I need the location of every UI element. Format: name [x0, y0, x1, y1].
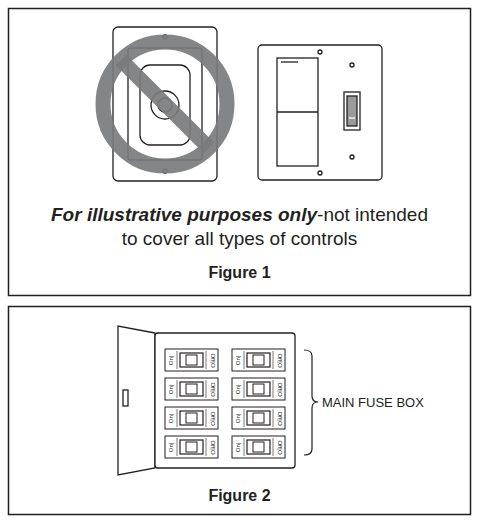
- breaker-label: Off|O: [209, 382, 216, 396]
- breaker-part: [247, 353, 270, 367]
- breaker-part: [177, 438, 178, 456]
- note-emphasis: For illustrative purposes only: [51, 204, 317, 225]
- breaker-label: On|: [235, 413, 242, 423]
- breaker-label: Off|O: [276, 382, 283, 396]
- breaker-part: [186, 413, 197, 423]
- breaker-part: [206, 351, 207, 369]
- breaker-part: [165, 436, 218, 458]
- breaker-part: [244, 351, 245, 369]
- figure-label: Figure 1: [208, 264, 270, 282]
- breaker-part: [273, 438, 274, 456]
- breaker-part: [253, 355, 264, 365]
- breaker-part: [180, 353, 203, 367]
- breaker-label: Off|O: [276, 440, 283, 454]
- breaker-part: [232, 407, 285, 429]
- breaker-part: [273, 351, 274, 369]
- caption-block: For illustrative purposes only-not inten…: [45, 203, 435, 251]
- breaker-part: [247, 382, 270, 396]
- breaker-label: Off|O: [276, 353, 283, 367]
- breaker-label: On|: [235, 355, 242, 365]
- breaker-label: On|: [235, 384, 242, 394]
- breaker-part: [244, 409, 245, 427]
- breaker-part: [180, 411, 203, 425]
- prohibition-symbol: [103, 42, 227, 166]
- breaker-part: [273, 380, 274, 398]
- breaker-part: [177, 380, 178, 398]
- breaker-part: [165, 407, 218, 429]
- breaker-part: [206, 409, 207, 427]
- breaker-part: [177, 351, 178, 369]
- breaker-part: [206, 380, 207, 398]
- breaker-label: On|: [235, 442, 242, 452]
- breaker-part: [253, 442, 264, 452]
- breaker-label: Off|O: [209, 440, 216, 454]
- breaker-switches: [165, 349, 285, 458]
- breaker-part: [232, 349, 285, 371]
- bracket: [304, 350, 318, 455]
- breaker-part: [165, 349, 218, 371]
- breaker-part: [273, 409, 274, 427]
- fuse-box: [118, 326, 295, 475]
- breaker-part: [232, 436, 285, 458]
- breaker-part: [247, 411, 270, 425]
- switch-plate: [258, 45, 382, 180]
- breaker-label: Off|O: [209, 353, 216, 367]
- breaker-part: [253, 384, 264, 394]
- breaker-part: [247, 440, 270, 454]
- breaker-part: [180, 440, 203, 454]
- breaker-label: On|: [168, 442, 175, 452]
- breaker-part: [186, 355, 197, 365]
- callout-label: MAIN FUSE BOX: [322, 395, 424, 410]
- breaker-part: [165, 378, 218, 400]
- breaker-label: On|: [168, 413, 175, 423]
- breaker-part: [244, 438, 245, 456]
- figure-label: Figure 2: [208, 487, 270, 505]
- breaker-part: [177, 409, 178, 427]
- breaker-part: [253, 413, 264, 423]
- breaker-part: [232, 378, 285, 400]
- breaker-label: Off|O: [209, 411, 216, 425]
- breaker-part: [186, 442, 197, 452]
- panel-frame: [9, 307, 471, 515]
- breaker-label: On|: [168, 384, 175, 394]
- panel-frame: [9, 9, 471, 296]
- breaker-part: [244, 380, 245, 398]
- breaker-label: On|: [168, 355, 175, 365]
- breaker-part: [206, 438, 207, 456]
- breaker-label: Off|O: [276, 411, 283, 425]
- breaker-part: [186, 384, 197, 394]
- breaker-part: [180, 382, 203, 396]
